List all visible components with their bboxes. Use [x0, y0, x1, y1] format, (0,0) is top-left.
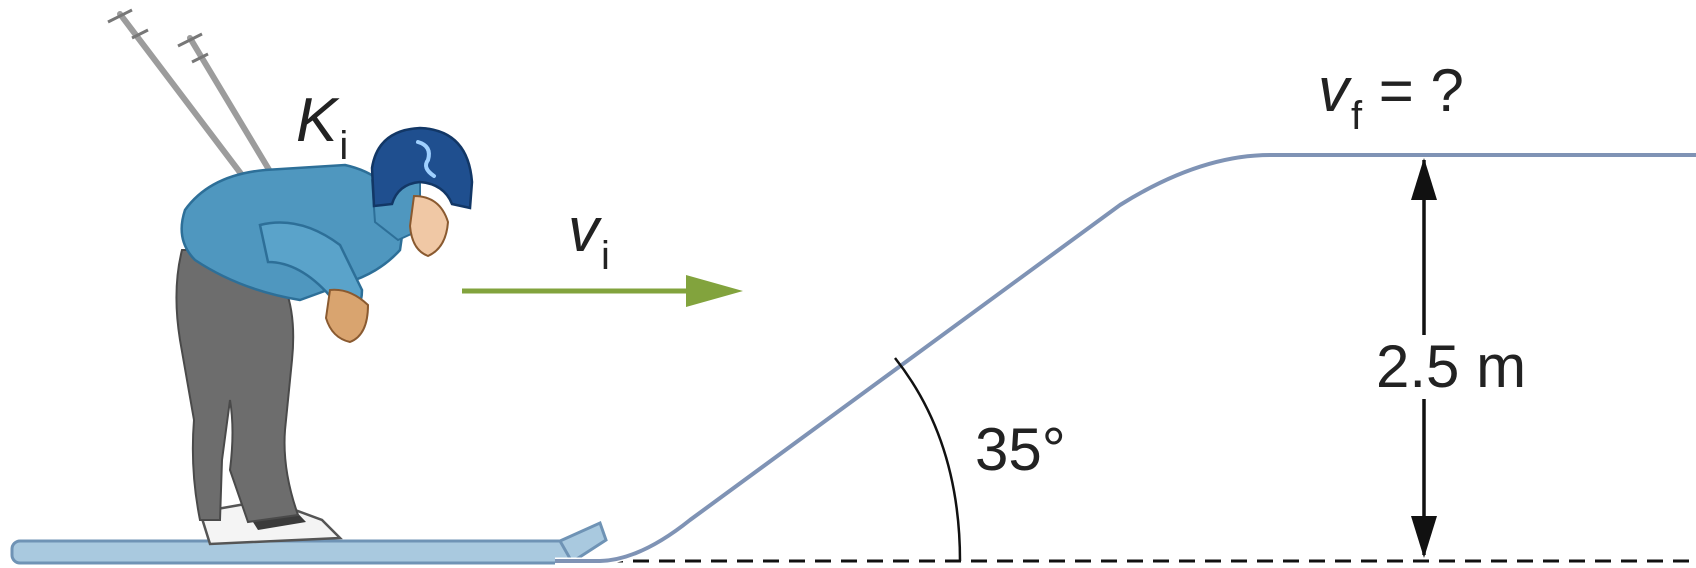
initial-kinetic-label: Ki [296, 86, 349, 168]
helmet-icon [370, 126, 474, 210]
velocity-arrow-icon [462, 275, 743, 307]
angle-arc-icon [894, 357, 962, 562]
angle-label: 35° [975, 416, 1066, 483]
height-label: 2.5 m [1370, 335, 1533, 399]
initial-velocity-label: vi [568, 196, 610, 278]
skier-figure-icon [175, 126, 474, 546]
final-velocity-label: vf = ? [1318, 56, 1464, 138]
ramp-slope-line-stroke [555, 153, 1696, 563]
